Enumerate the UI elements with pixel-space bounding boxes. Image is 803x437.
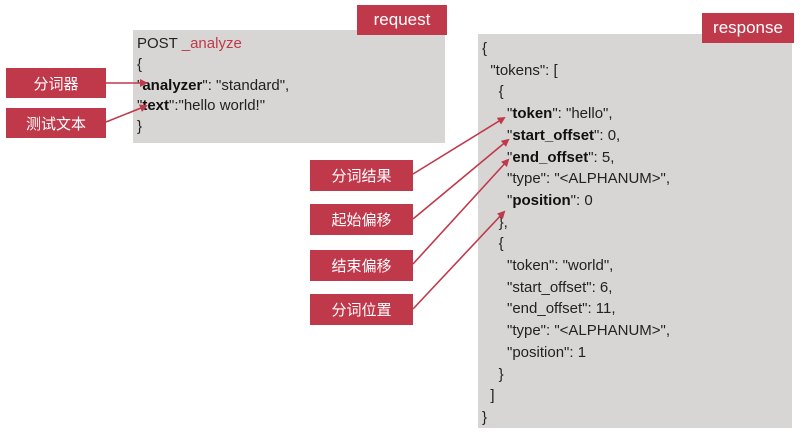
code-text: "tokens": [ — [482, 61, 558, 79]
code-text: " — [482, 126, 513, 144]
code-key: text — [142, 97, 170, 114]
code-key: token — [512, 105, 553, 123]
label-text: 测试文本 — [6, 108, 106, 138]
arrow-token — [412, 116, 506, 175]
code-line: { — [482, 82, 504, 102]
code-text: } — [482, 365, 504, 383]
code-line: "end_offset": 11, — [482, 299, 616, 319]
code-text: " — [482, 148, 513, 166]
label-position: 分词位置 — [310, 294, 413, 325]
code-text: ":"hello world!" — [169, 97, 266, 114]
label-analyzer: 分词器 — [6, 68, 106, 98]
code-text: ] — [482, 387, 495, 405]
code-line: } — [482, 408, 487, 428]
code-text: " — [137, 76, 143, 94]
code-text: ": 5, — [588, 148, 615, 166]
code-line: "token": "world", — [482, 256, 613, 276]
code-key: start_offset — [512, 126, 595, 144]
code-line: "type": "<ALPHANUM>", — [482, 321, 670, 341]
code-text: { — [482, 235, 504, 253]
code-text: "token": "world", — [482, 257, 614, 274]
code-line: { — [482, 39, 487, 59]
response-tag: response — [702, 13, 794, 43]
code-line: }, — [482, 213, 508, 233]
code-text: { — [137, 56, 143, 73]
label-end-offset: 结束偏移 — [310, 250, 413, 281]
code-line: "position": 0 — [482, 191, 593, 211]
code-text: " — [482, 191, 513, 209]
code-line: "start_offset": 0, — [482, 126, 620, 146]
code-line: } — [137, 117, 142, 137]
code-text: "position": 1 — [482, 343, 587, 361]
code-key: analyzer — [142, 76, 203, 94]
request-method: POST — [137, 35, 178, 52]
code-line: { — [482, 234, 504, 254]
code-text: ": "hello", — [552, 105, 613, 123]
request-endpoint: _analyze — [181, 35, 242, 52]
code-text: "type": "<ALPHANUM>", — [482, 170, 671, 188]
code-text: ": "standard", — [202, 76, 290, 94]
code-text: ": 0 — [570, 191, 593, 209]
code-line: ] — [482, 386, 495, 406]
code-line: } — [482, 365, 504, 385]
code-text: ": 0, — [594, 126, 621, 144]
code-line: "analyzer": "standard", — [137, 76, 289, 96]
code-line: "tokens": [ — [482, 61, 558, 81]
code-line: "position": 1 — [482, 343, 586, 363]
arrow-position — [412, 210, 506, 310]
code-text: }, — [498, 213, 508, 231]
request-tag: request — [357, 5, 447, 35]
arrow-text — [105, 104, 148, 123]
code-line: "end_offset": 5, — [482, 148, 614, 168]
code-text: } — [482, 408, 488, 426]
code-line: "text":"hello world!" — [137, 96, 265, 116]
code-text: "start_offset": 6, — [482, 278, 613, 296]
code-text: } — [137, 117, 143, 135]
code-text: { — [482, 83, 504, 101]
code-text: " — [482, 105, 513, 123]
code-text: "end_offset": 11, — [482, 300, 616, 318]
request-method-line: POST _analyze — [137, 34, 242, 54]
code-key: end_offset — [512, 148, 589, 166]
request-panel: POST _analyze {"analyzer": "standard","t… — [133, 30, 445, 143]
arrow-start-offset — [412, 138, 510, 220]
code-line: "token": "hello", — [482, 104, 613, 124]
label-token: 分词结果 — [310, 160, 413, 191]
response-panel: { "tokens": [ { "token": "hello", "start… — [478, 34, 792, 428]
label-start-offset: 起始偏移 — [310, 204, 413, 235]
code-text: "type": "<ALPHANUM>", — [482, 322, 671, 340]
code-key: position — [512, 191, 571, 209]
arrow-end-offset — [412, 158, 510, 265]
code-line: "start_offset": 6, — [482, 278, 612, 298]
code-line: "type": "<ALPHANUM>", — [482, 169, 670, 189]
code-line: { — [137, 55, 142, 75]
code-text: { — [482, 40, 488, 57]
